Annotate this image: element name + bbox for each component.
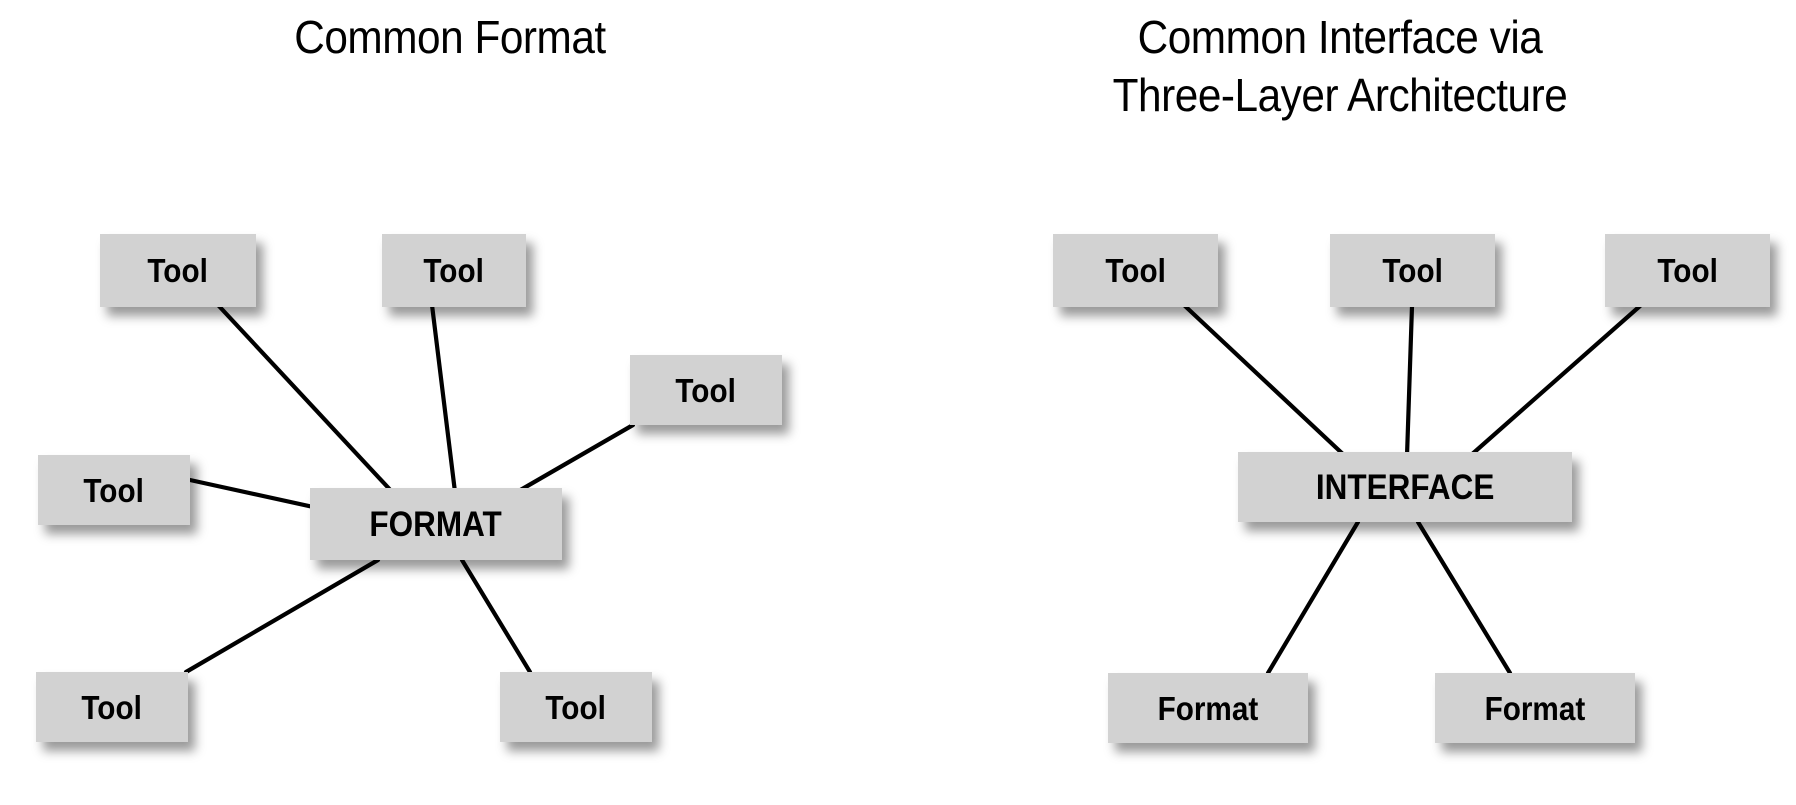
node-label: Format xyxy=(1484,689,1586,727)
node-right-format-2[interactable]: Format xyxy=(1435,673,1635,743)
node-label: Tool xyxy=(81,688,143,726)
edge-right-3 xyxy=(1467,303,1643,459)
edge-left-3 xyxy=(514,422,636,495)
edge-right-5 xyxy=(1415,519,1513,676)
edge-left-2 xyxy=(429,302,458,495)
node-left-tool-1[interactable]: Tool xyxy=(100,234,256,307)
edge-left-4 xyxy=(187,477,321,511)
edge-right-2 xyxy=(1404,303,1415,459)
left-panel-title: Common Format xyxy=(294,11,606,63)
node-label: Tool xyxy=(423,252,485,289)
node-label: Tool xyxy=(545,688,607,726)
node-label: Tool xyxy=(1382,252,1443,289)
node-label: INTERFACE xyxy=(1315,467,1495,507)
node-label: Tool xyxy=(147,252,209,289)
node-left-hub-format[interactable]: FORMAT xyxy=(310,488,562,560)
edge-right-4 xyxy=(1265,519,1361,676)
node-right-tool-3[interactable]: Tool xyxy=(1605,234,1770,307)
node-left-tool-6[interactable]: Tool xyxy=(500,672,652,742)
edge-left-1 xyxy=(215,302,398,498)
node-right-tool-1[interactable]: Tool xyxy=(1053,234,1218,307)
edge-left-6 xyxy=(459,557,533,675)
node-label: Tool xyxy=(1657,252,1718,289)
node-left-tool-3[interactable]: Tool xyxy=(630,355,782,425)
right-panel-title: Common Interface via Three-Layer Archite… xyxy=(1112,11,1568,121)
node-right-tool-2[interactable]: Tool xyxy=(1330,234,1495,307)
node-label: Tool xyxy=(1105,252,1166,289)
node-label: Format xyxy=(1157,689,1259,727)
node-left-tool-4[interactable]: Tool xyxy=(38,455,190,525)
node-right-format-1[interactable]: Format xyxy=(1108,673,1308,743)
node-right-hub-interface[interactable]: INTERFACE xyxy=(1238,452,1572,522)
edge-right-1 xyxy=(1182,303,1348,459)
node-label: FORMAT xyxy=(369,504,503,544)
node-label: Tool xyxy=(83,471,145,509)
node-left-tool-2[interactable]: Tool xyxy=(382,234,526,307)
edge-left-5 xyxy=(183,557,381,675)
node-label: Tool xyxy=(675,371,737,409)
node-left-tool-5[interactable]: Tool xyxy=(36,672,188,742)
